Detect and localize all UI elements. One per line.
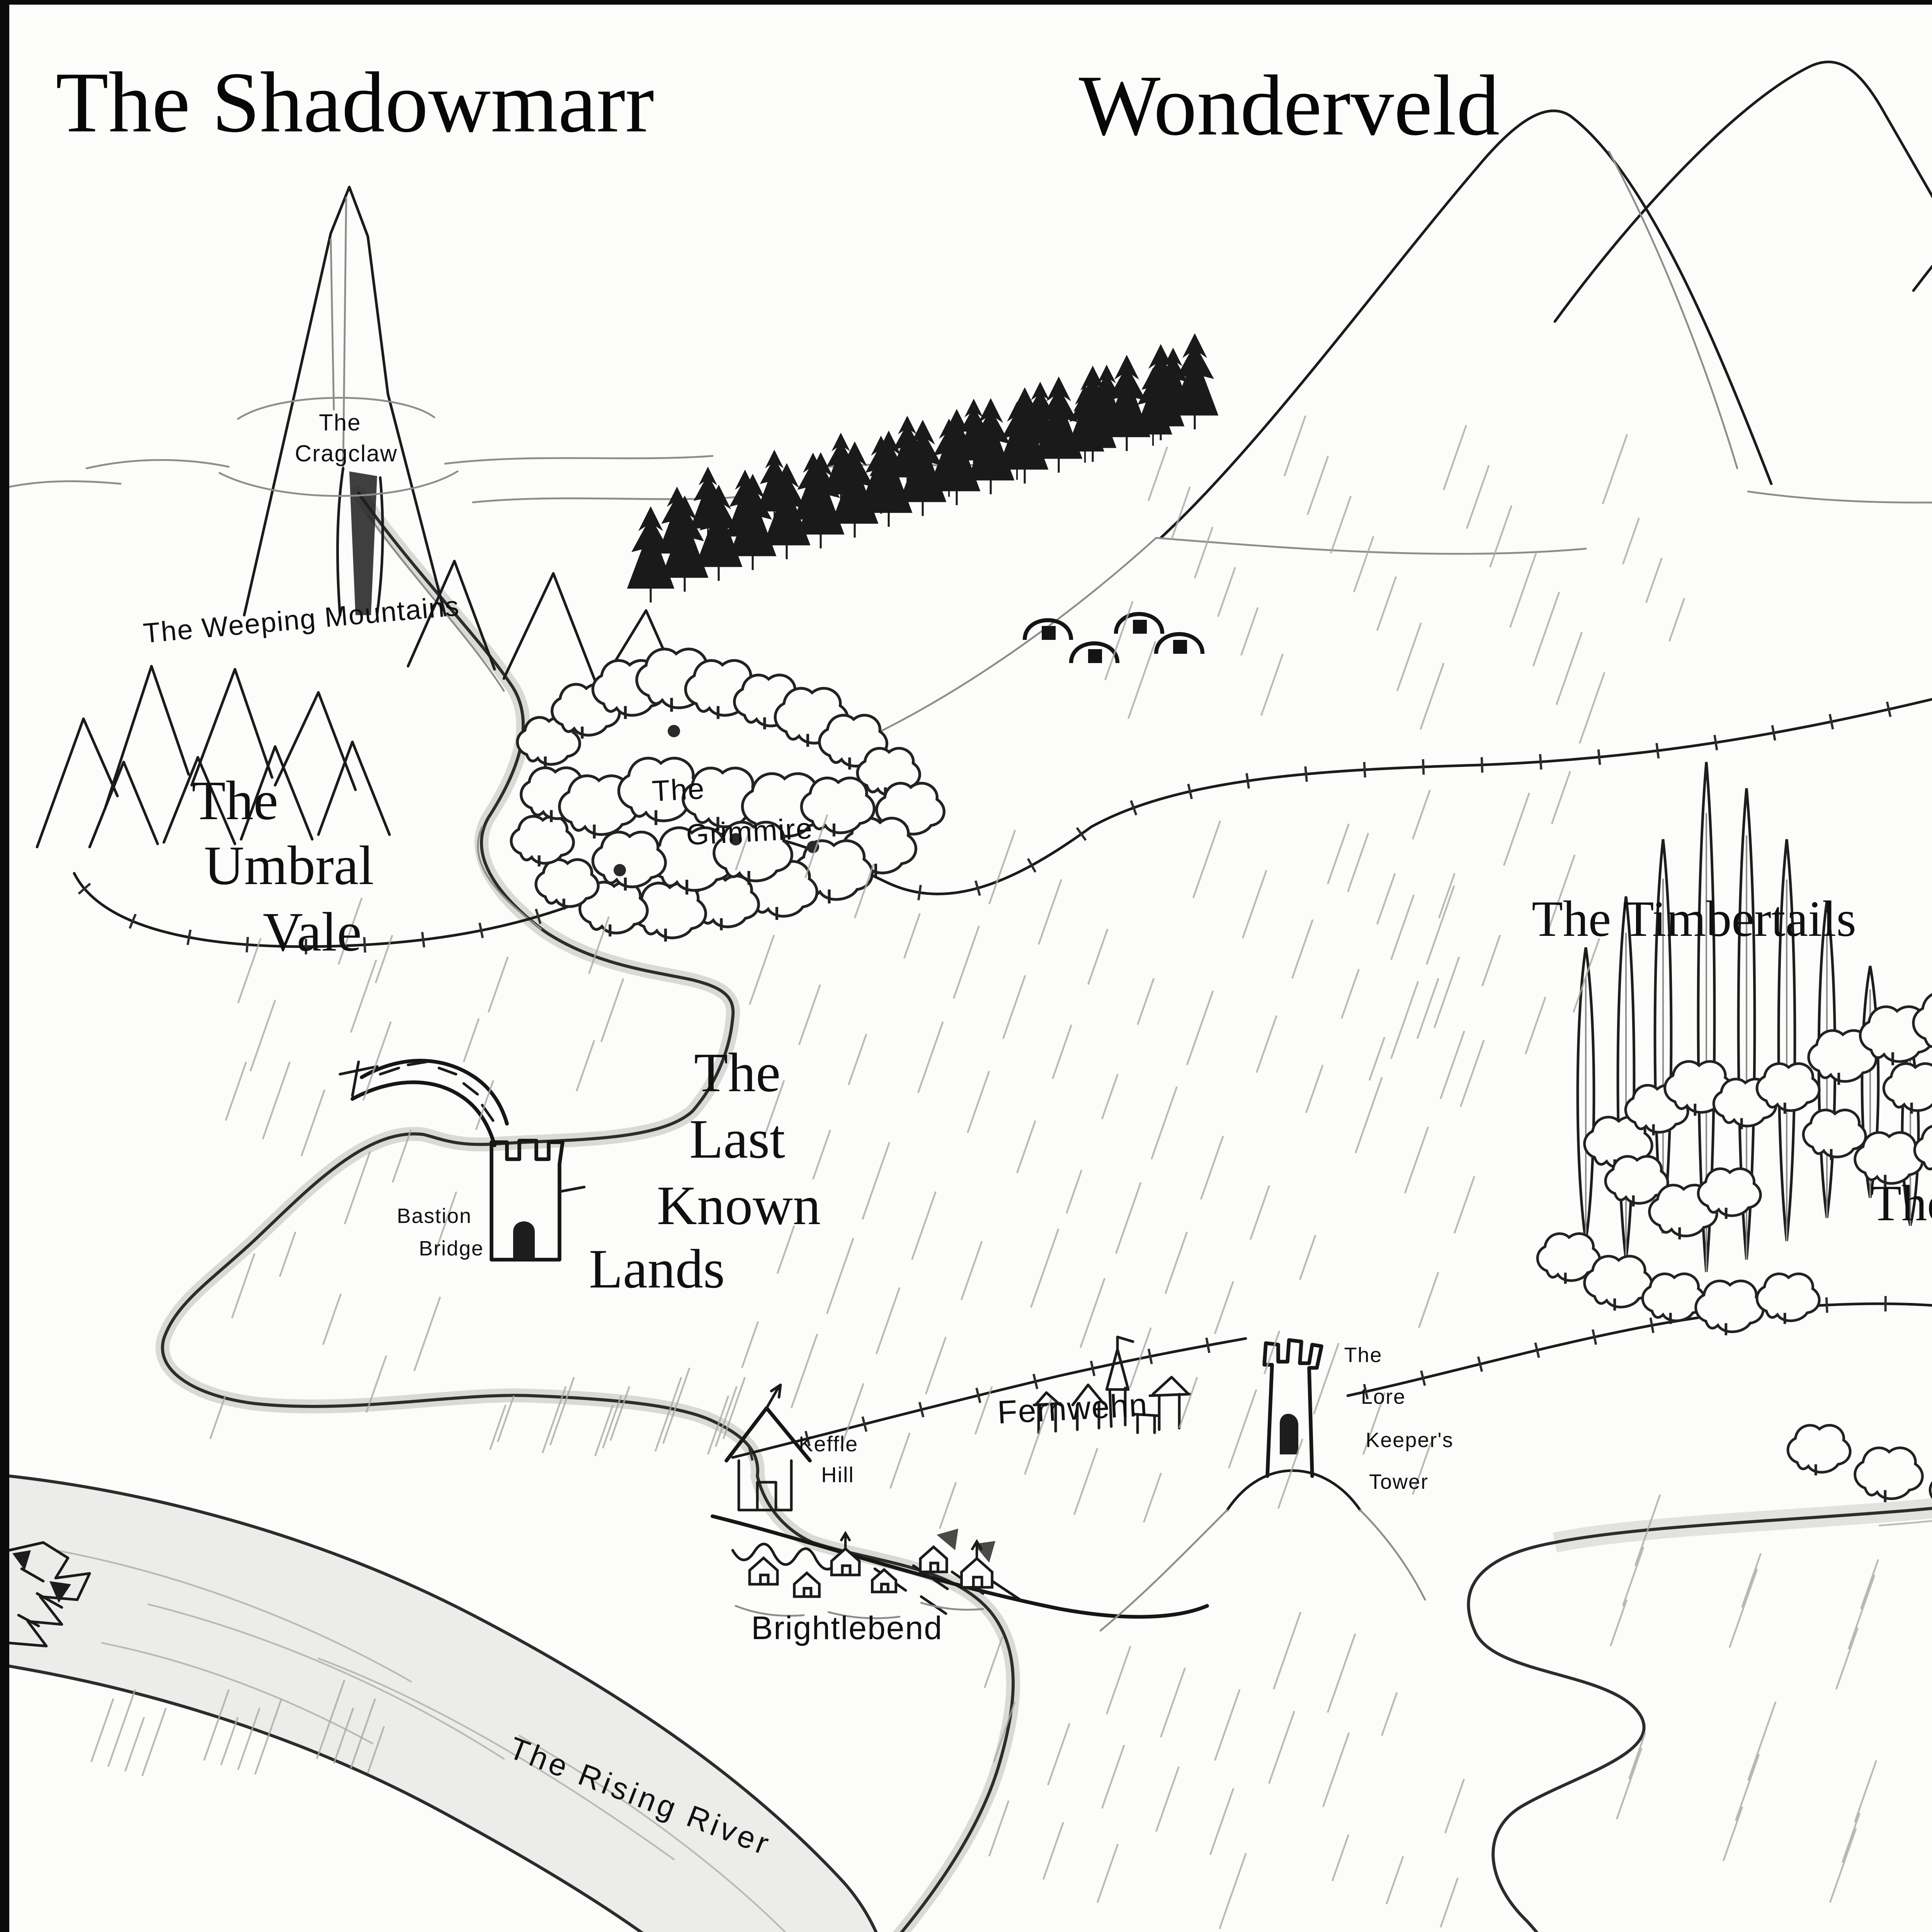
label-cragclaw-line1: The	[319, 410, 361, 437]
lore-keepers-tower-icon	[1099, 1338, 1426, 1632]
northeast-mountains	[874, 60, 1932, 735]
river-source-rocks	[9, 1541, 91, 1648]
label-lore-tower-line1: The	[1344, 1344, 1383, 1367]
castle-keep-icon	[490, 1139, 586, 1262]
label-umbral-vale-line2: Umbral	[204, 835, 374, 896]
weeping-mountains-range	[36, 560, 685, 849]
pine-ridge-forest	[627, 333, 1219, 603]
grimmire-forest	[510, 648, 946, 942]
plains-hatching	[90, 415, 1879, 1929]
label-lore-tower-line2: Lore	[1361, 1385, 1406, 1408]
label-bastion-bridge-line1: Bastion	[396, 1204, 472, 1228]
label-last-known-lands-line3: Known	[657, 1175, 821, 1236]
map-artwork	[9, 60, 1932, 1932]
label-umbral-vale-line3: Vale	[263, 901, 362, 963]
solmere-stream	[1467, 1498, 1932, 1932]
label-fernwehn: Fernwehn	[997, 1388, 1149, 1432]
label-grimmire-line2: Grimmire	[685, 813, 814, 853]
label-keffle-hill-line2: Hill	[821, 1462, 854, 1487]
fernwehn-village-icon	[1032, 1335, 1192, 1434]
cragclaw-peak	[218, 185, 459, 617]
label-umbral-vale-line1: The	[192, 770, 278, 832]
map-title-wonderveld: Wonderveld	[1079, 59, 1500, 155]
label-timbertails: The Timbertails	[1532, 893, 1856, 948]
label-last-known-lands-line1: The	[694, 1042, 781, 1104]
rising-river-band	[9, 1475, 878, 1932]
label-wellwood: The Wellwood	[1870, 1177, 1932, 1233]
label-keffle-hill-line1: Keffle	[798, 1431, 859, 1456]
label-lore-tower-line4: Tower	[1369, 1470, 1429, 1493]
hut-cluster-icon	[1022, 612, 1205, 663]
label-cragclaw-line2: Cragclaw	[294, 441, 398, 468]
wellwood-forest	[1536, 993, 1932, 1502]
label-brightlebend: Brightlebend	[751, 1611, 943, 1647]
rising-river	[155, 486, 1020, 1932]
keffle-hill-house-icon	[724, 1383, 812, 1512]
map-title-shadowmarr: The Shadowmarr	[56, 56, 654, 151]
label-lore-tower-line3: Keeper's	[1366, 1429, 1454, 1452]
label-last-known-lands-line4: Lands	[589, 1238, 725, 1300]
label-last-known-lands-line2: Last	[689, 1108, 785, 1170]
brightlebend-village-icon	[735, 1531, 993, 1619]
label-grimmire-line1: The	[651, 774, 706, 809]
label-bastion-bridge-line2: Bridge	[418, 1237, 484, 1260]
bastion-bridge-icon	[338, 1059, 509, 1147]
